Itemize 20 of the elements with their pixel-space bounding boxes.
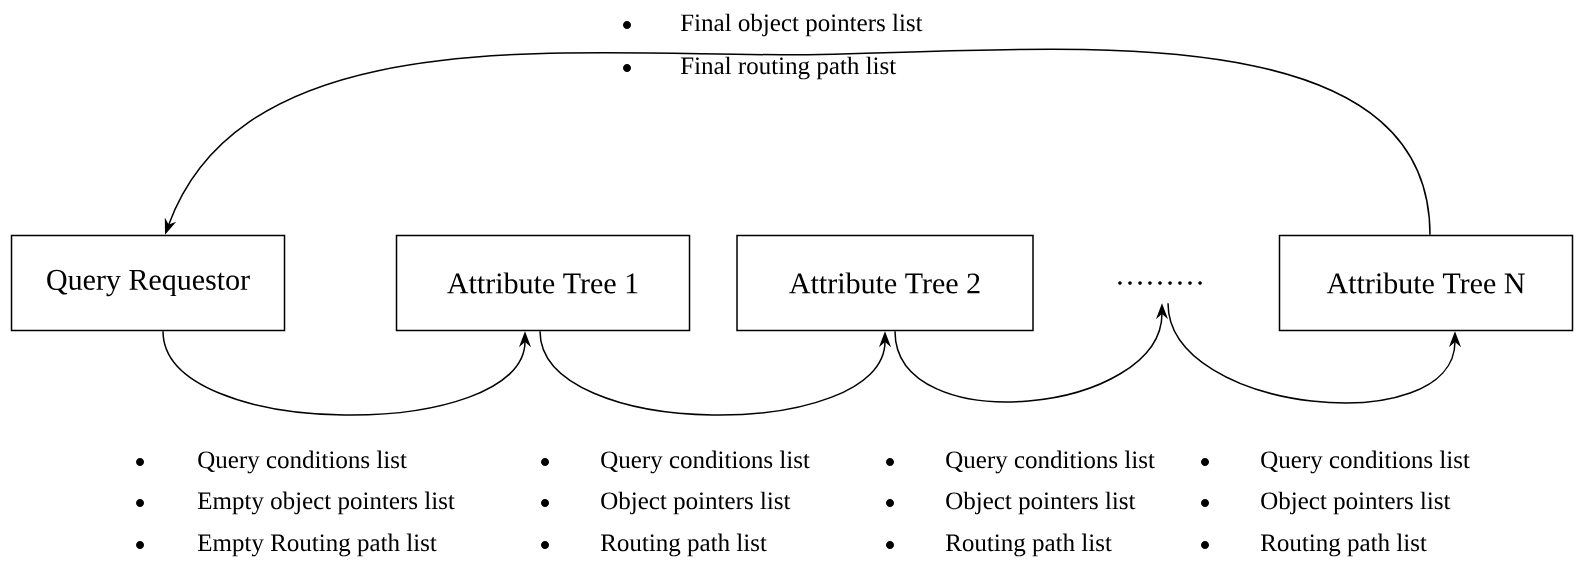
process-box: Query Requestor bbox=[10, 234, 286, 332]
list-item: Routing path list bbox=[1260, 533, 1427, 557]
list-item: Routing path list bbox=[600, 533, 767, 557]
list-item: Query conditions list bbox=[946, 450, 1155, 474]
list-item: Empty object pointers list bbox=[197, 491, 455, 515]
list-item: Query conditions list bbox=[198, 450, 407, 474]
list-item: Final routing path list bbox=[680, 56, 897, 80]
list-item: Object pointers list bbox=[1261, 491, 1451, 515]
list-item: Query conditions list bbox=[1261, 450, 1470, 474]
ellipsis-text: ……… bbox=[1118, 281, 1202, 285]
arrow bbox=[164, 48, 1431, 236]
list-item: Routing path list bbox=[945, 533, 1112, 557]
process-box: Attribute Tree 1 bbox=[395, 234, 691, 332]
process-box: Attribute Tree 2 bbox=[736, 234, 1034, 332]
list-item: Query conditions list bbox=[601, 450, 810, 474]
list-item: Object pointers list bbox=[601, 491, 791, 515]
process-box: Attribute Tree N bbox=[1278, 234, 1574, 332]
list-item: Final object pointers list bbox=[680, 13, 923, 37]
list-item: Empty Routing path list bbox=[197, 533, 437, 557]
list-item: Object pointers list bbox=[946, 491, 1136, 515]
